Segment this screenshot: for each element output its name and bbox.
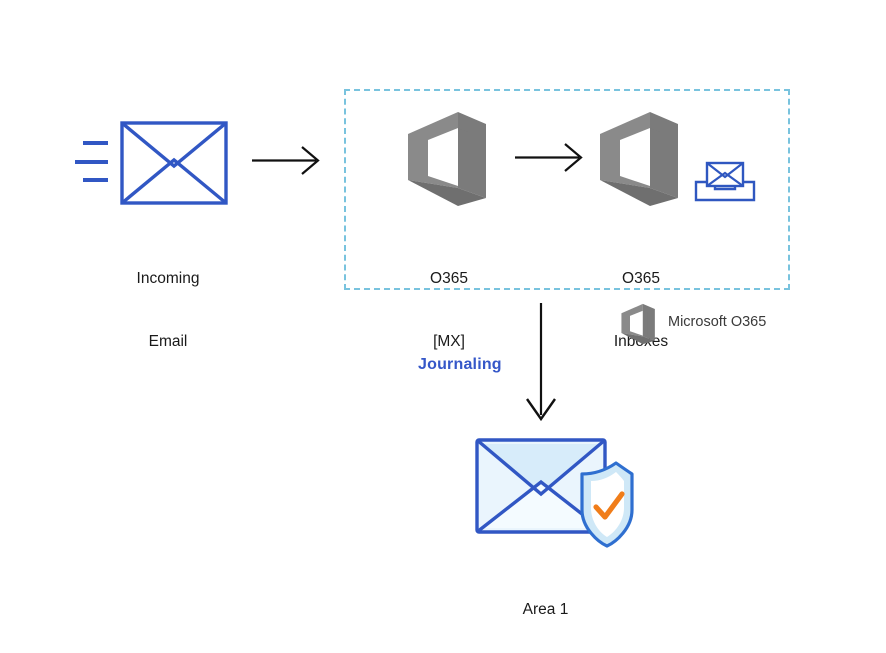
legend-label: Microsoft O365 bbox=[668, 314, 767, 330]
o365-mx-label-line1: O365 bbox=[430, 270, 468, 287]
arrow-down-icon bbox=[526, 303, 556, 422]
arrow-right-icon bbox=[515, 143, 583, 172]
inbox-tray-envelope-icon bbox=[694, 161, 756, 202]
o365-boundary-box bbox=[344, 89, 790, 290]
office365-cube-icon bbox=[621, 303, 655, 345]
o365-mx-label-line2: [MX] bbox=[433, 333, 465, 350]
journaling-edge-label: Journaling bbox=[418, 356, 502, 373]
o365-inboxes-label-line1: O365 bbox=[622, 270, 660, 287]
o365-inboxes-node[interactable] bbox=[598, 110, 684, 208]
envelope-with-motion-lines-icon bbox=[75, 121, 228, 205]
office365-cube-icon bbox=[600, 112, 678, 206]
arrow-mx-to-inboxes bbox=[515, 140, 590, 175]
incoming-email-label-line2: Email bbox=[148, 333, 188, 350]
incoming-email-node[interactable] bbox=[75, 118, 230, 210]
arrow-right-icon bbox=[252, 146, 320, 175]
inbox-tray-node[interactable] bbox=[694, 159, 756, 204]
area1-caption: Area 1 email security bbox=[463, 557, 628, 653]
incoming-email-caption: Incoming Email bbox=[88, 226, 248, 394]
area1-label-line1: Area 1 bbox=[522, 601, 569, 618]
o365-mx-caption: O365 [MX] bbox=[369, 226, 529, 394]
envelope-shield-check-icon bbox=[475, 438, 634, 548]
arrow-incoming-to-mx bbox=[252, 143, 327, 178]
office365-cube-icon bbox=[408, 112, 486, 206]
o365-mx-node[interactable] bbox=[406, 110, 492, 208]
area1-email-security-node[interactable] bbox=[470, 432, 635, 550]
legend-o365-icon-wrap bbox=[620, 303, 658, 345]
arrow-inboxes-to-area1 bbox=[520, 303, 562, 423]
incoming-email-label-line1: Incoming bbox=[136, 270, 200, 287]
